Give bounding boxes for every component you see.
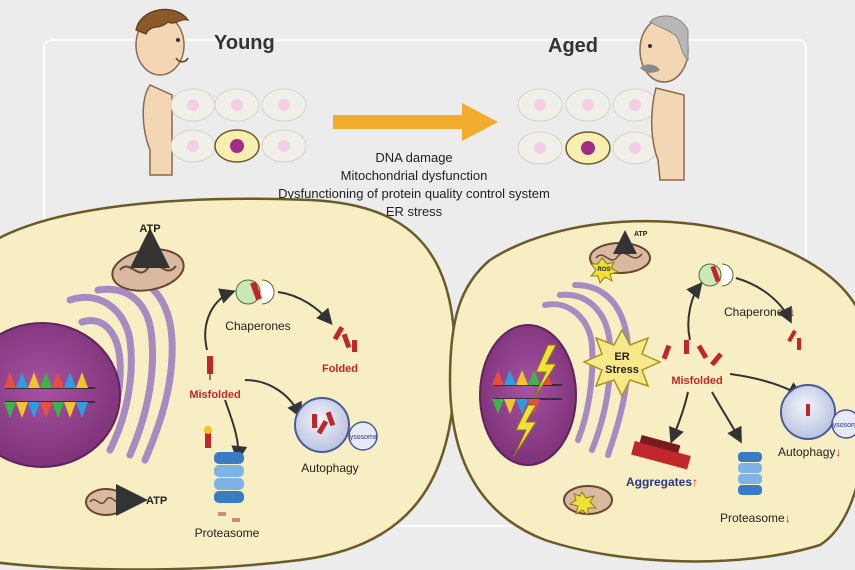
autophagy-decrease-arrow: ↓ bbox=[835, 445, 841, 459]
aged-heading: Aged bbox=[548, 35, 598, 57]
young-atp-bottom: ATP bbox=[146, 495, 167, 507]
causes-list: DNA damage Mitochondrial dysfunction Dys… bbox=[278, 150, 550, 219]
aged-folded-protein bbox=[787, 329, 801, 350]
aged-chaperones-label: Chaperones↓ bbox=[724, 305, 795, 319]
aged-misfolded-label: Misfolded bbox=[671, 375, 722, 387]
er-stress-line2: Stress bbox=[605, 364, 639, 376]
aged-lysosome-label: lysosome bbox=[831, 422, 855, 429]
young-misfolded-protein bbox=[207, 356, 213, 380]
young-chaperones-label: Chaperones bbox=[225, 319, 290, 333]
proteasome-decrease-arrow: ↓ bbox=[785, 511, 791, 525]
young-folded-protein bbox=[332, 325, 357, 352]
young-dna bbox=[4, 372, 95, 418]
young-lysosome-label: lysosome bbox=[348, 434, 378, 441]
aging-arrow bbox=[333, 103, 498, 141]
ros-label: ROS bbox=[597, 267, 610, 273]
chaperones-decrease-arrow: ↓ bbox=[789, 305, 795, 319]
aged-tissue-cells bbox=[517, 88, 658, 165]
aggregates-increase-arrow: ↑ bbox=[692, 475, 698, 489]
aged-chaperones-text: Chaperones bbox=[724, 305, 789, 319]
young-autophagosome bbox=[294, 397, 378, 453]
young-chaperone bbox=[235, 279, 275, 305]
aggregates-label: Aggregates↑ bbox=[626, 475, 698, 489]
aged-chaperone bbox=[698, 263, 734, 287]
er-stress-line1: ER bbox=[614, 351, 629, 363]
young-atp-top: ATP bbox=[139, 223, 160, 235]
dna-damage-bolt-1 bbox=[533, 344, 557, 399]
young-misfolded-label: Misfolded bbox=[189, 389, 240, 401]
young-person bbox=[135, 8, 190, 176]
aged-mitochondrion-top bbox=[589, 230, 651, 285]
aged-person bbox=[639, 15, 689, 181]
aggregates-cluster bbox=[631, 434, 691, 470]
aged-proteasome bbox=[738, 452, 762, 495]
aged-proteasome-text: Proteasome bbox=[720, 511, 785, 525]
young-proteasome-label: Proteasome bbox=[195, 526, 260, 540]
young-tissue-cells bbox=[170, 88, 307, 163]
young-mitochondrion-bottom bbox=[85, 484, 148, 516]
aged-nucleus bbox=[479, 324, 577, 466]
aged-mitochondrion-bottom bbox=[563, 485, 613, 517]
dna-damage-bolt-2 bbox=[513, 404, 537, 457]
aged-autophagy-label: Autophagy↓ bbox=[778, 445, 841, 459]
aggregates-text: Aggregates bbox=[626, 475, 692, 489]
cause-pqc-dysfunction: Dysfunctioning of protein quality contro… bbox=[278, 186, 550, 201]
aged-atp-label: ATP bbox=[634, 231, 648, 238]
er-stress-burst bbox=[582, 328, 662, 398]
young-heading: Young bbox=[214, 32, 275, 54]
young-autophagy-label: Autophagy bbox=[301, 461, 358, 475]
cause-er-stress: ER stress bbox=[386, 204, 443, 219]
aged-proteasome-label: Proteasome↓ bbox=[720, 511, 791, 525]
aged-autophagosome bbox=[780, 384, 855, 440]
aged-misfolded-proteins bbox=[661, 340, 723, 367]
cause-mito-dysfunction: Mitochondrial dysfunction bbox=[341, 168, 488, 183]
cause-dna-damage: DNA damage bbox=[375, 150, 452, 165]
young-folded-label: Folded bbox=[322, 363, 358, 375]
young-proteasome bbox=[204, 426, 244, 522]
aged-autophagy-text: Autophagy bbox=[778, 445, 835, 459]
young-nucleus bbox=[0, 322, 121, 468]
young-mitochondrion-top bbox=[111, 228, 185, 292]
